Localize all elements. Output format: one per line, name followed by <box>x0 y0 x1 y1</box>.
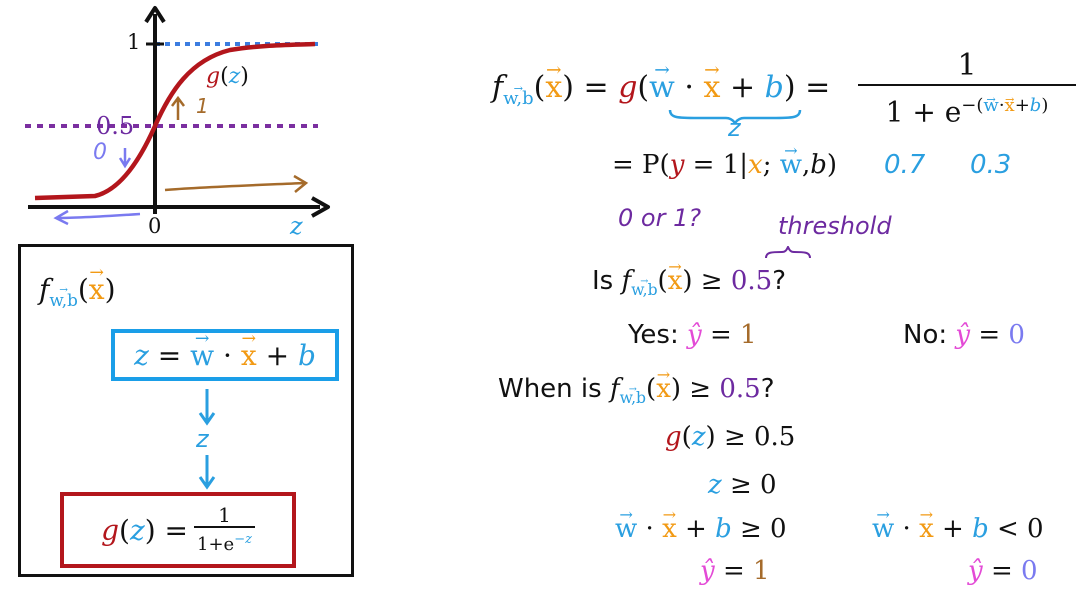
flow-z-label: z <box>196 425 209 453</box>
sigmoid-g-box: g(z) = 1 1+e−z <box>60 492 296 568</box>
prob-example-a: 0.7 <box>884 150 926 180</box>
x-zero-label: 0 <box>148 214 162 238</box>
curve-label: g(z) <box>206 64 249 89</box>
linear-lt-condition: w · x + b < 0 <box>872 514 1044 544</box>
flow-arrow-down-2 <box>198 455 216 490</box>
y-half-label: 0.5 <box>96 112 135 140</box>
anno-one: 1 <box>196 94 209 118</box>
f-label: fw,b(x) <box>39 273 116 310</box>
prob-example-b: 0.3 <box>970 150 1012 180</box>
sigmoid-curve <box>34 41 316 201</box>
anno-zero: 0 <box>93 140 107 165</box>
z-condition: z ≥ 0 <box>708 470 777 500</box>
sigmoid-graph <box>25 6 330 226</box>
threshold-brace <box>765 246 811 259</box>
up-arrow-annotation <box>171 95 185 120</box>
model-flow-panel: fw,b(x) z = w · x + b z g(z) = 1 1+e−z <box>18 244 354 577</box>
logistic-model-equation: fw,b(x) = g(w · x + b) = <box>492 70 830 109</box>
left-arrow-annotation <box>53 209 141 226</box>
linear-ge-condition: w · x + b ≥ 0 <box>615 514 787 544</box>
z-underbrace <box>668 109 802 124</box>
when-question: When is fw,b(x) ≥ 0.5? <box>498 374 775 407</box>
y-one-label: 1 <box>127 30 141 54</box>
underbrace-z-label: z <box>728 114 741 142</box>
zero-or-one-note: 0 or 1? <box>618 204 702 232</box>
linear-z-box: z = w · x + b <box>111 329 339 381</box>
threshold-note: threshold <box>778 212 892 240</box>
flow-arrow-down-1 <box>198 389 216 426</box>
threshold-question: Is fw,b(x) ≥ 0.5? <box>592 266 786 299</box>
no-prediction: No: ŷ = 0 <box>903 320 1025 350</box>
yhat-zero-result: ŷ = 0 <box>968 556 1038 586</box>
gz-condition: g(z) ≥ 0.5 <box>665 422 796 452</box>
down-arrow-annotation <box>118 148 132 169</box>
yes-prediction: Yes: ŷ = 1 <box>628 320 757 350</box>
x-axis-label: z <box>290 212 303 240</box>
yhat-one-result: ŷ = 1 <box>700 556 770 586</box>
right-arrow-annotation <box>164 174 309 193</box>
probability-equation: = P(y = 1|x; w,b) <box>612 150 837 180</box>
sigmoid-fraction: 1 1 + e−(w·x+b) <box>858 48 1076 132</box>
